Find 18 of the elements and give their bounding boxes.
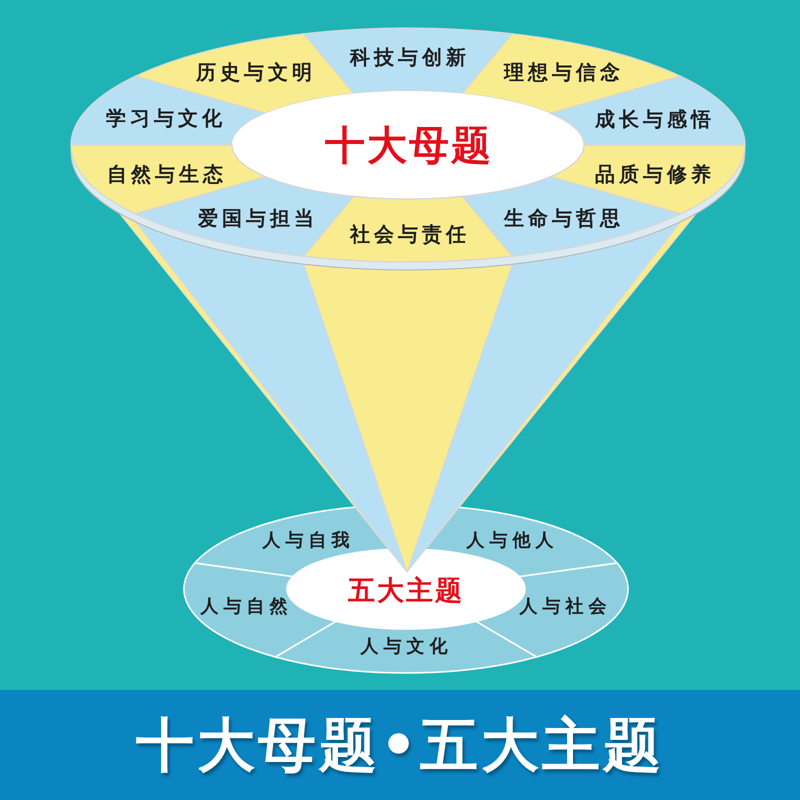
segment-label: 品质与修养: [595, 164, 715, 184]
center-title: 十大母题: [325, 126, 493, 166]
segment-label: 学习与文化: [106, 108, 226, 128]
segment-label: 生命与哲思: [504, 208, 624, 228]
segment-label: 爱国与担当: [198, 208, 318, 228]
segment-label: 社会与责任: [350, 224, 470, 244]
segment-label: 科技与创新: [350, 47, 470, 67]
banner-title: 十大母题•五大主题: [136, 716, 664, 774]
segment-label: 历史与文明: [196, 62, 316, 82]
segment-label: 人与社会: [520, 598, 612, 616]
segment-label: 自然与生态: [107, 164, 227, 184]
segment-label: 人与他人: [466, 532, 558, 550]
segment-label: 理想与信念: [504, 62, 624, 82]
segment-label: 成长与感悟: [595, 109, 715, 129]
segment-label: 人与自我: [262, 532, 354, 550]
segment-label: 人与自然: [200, 598, 292, 616]
segment-label: 人与文化: [360, 638, 452, 656]
center-title: 五大主题: [348, 578, 464, 604]
